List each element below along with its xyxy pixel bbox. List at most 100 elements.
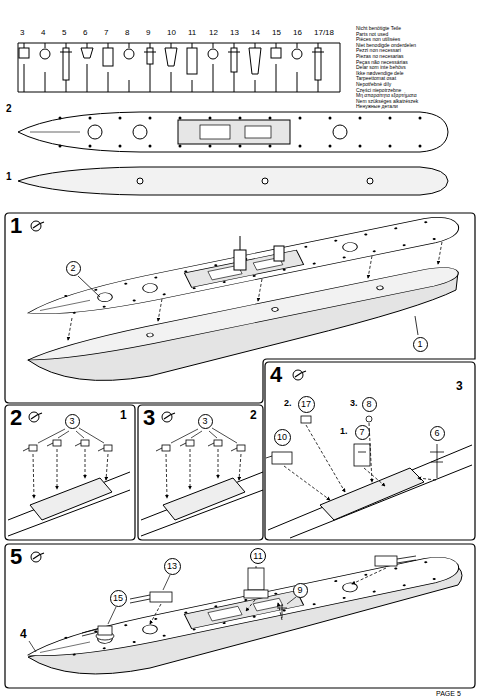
- callout-number: 9: [297, 586, 302, 595]
- deck-part: [269, 145, 272, 148]
- callout-number: 3: [202, 417, 207, 426]
- deck-part: [329, 117, 332, 120]
- note-text-holder: Nicht benötigte Teile: [356, 26, 401, 31]
- superstructure-detail: [437, 444, 438, 478]
- gun-mount-detail: [29, 445, 37, 451]
- note-text: Nicht benötigte Teile: [356, 26, 401, 31]
- callout-circle: 3: [198, 414, 213, 429]
- sprue-runner: [315, 48, 321, 80]
- sprue-runner: [81, 48, 93, 58]
- deck-part: [359, 145, 362, 148]
- gun-mount-detail: [38, 428, 104, 443]
- note-text: Tarpeettomat osat: [356, 76, 396, 81]
- superstructure-detail: [430, 452, 444, 453]
- sprue-runner: [276, 64, 277, 92]
- sprue-runner: [18, 43, 340, 92]
- callout-circle: 13: [164, 558, 181, 575]
- sprue-runner: [144, 52, 156, 53]
- panel-outline: [5, 544, 475, 688]
- glue-icon: [293, 370, 306, 380]
- callout-circle: 1: [413, 337, 428, 352]
- note-text-holder: Μη απαραίτητα εξαρτήματα: [356, 93, 417, 98]
- callout-circle: 7: [355, 425, 370, 440]
- callout-number: 10: [277, 433, 287, 442]
- sprue-runner: [24, 64, 25, 92]
- gun-mount-detail: [33, 449, 108, 498]
- panel-outline: [5, 544, 475, 688]
- sprue-number-holder: 11: [188, 29, 196, 37]
- superstructure-detail: [272, 452, 292, 464]
- sprue-runner: [213, 43, 214, 48]
- gun-mount-detail: [85, 449, 86, 478]
- ship-final-assembly: [256, 566, 257, 568]
- step-number: 3: [143, 407, 155, 429]
- sprue-runner: [255, 43, 256, 48]
- callout-number: 3: [69, 417, 74, 426]
- sprue-number-holder: 17/18: [314, 29, 334, 37]
- sprue-number: 5: [62, 29, 66, 37]
- ship-final-assembly: [22, 553, 464, 667]
- part-number: 2.: [284, 399, 292, 408]
- part-number-holder: 1: [6, 172, 12, 182]
- note-text: Peças não necessárias: [356, 60, 408, 65]
- deck-part: [88, 125, 102, 139]
- note-text-holder: Pezzi non necessari: [356, 48, 401, 53]
- ship-final-assembly: [277, 608, 287, 609]
- deck-part: [200, 125, 230, 139]
- callout-circle: 8: [362, 397, 377, 412]
- deck-part: [178, 120, 290, 144]
- gun-mount-detail: [104, 445, 112, 451]
- sprue-number: 12: [209, 29, 218, 37]
- sprue-runner: [66, 80, 67, 92]
- deck-part: [269, 117, 272, 120]
- step-number: 5: [10, 546, 22, 568]
- deck-part: [30, 132, 80, 133]
- sprue-number: 3: [20, 29, 24, 37]
- panel-outline: [5, 405, 135, 540]
- deck-part: [389, 117, 392, 120]
- sprue-number-holder: 3: [20, 29, 24, 37]
- sprue-number-holder: 8: [125, 29, 129, 37]
- superstructure-detail: [364, 468, 385, 486]
- deck-part: [333, 125, 347, 139]
- sprue-number: 14: [251, 29, 260, 37]
- deck-part: [59, 145, 62, 148]
- ship-final-assembly: [82, 632, 98, 636]
- ship-final-assembly: [98, 626, 112, 635]
- hull-part: [137, 178, 143, 184]
- sprue-runner: [297, 43, 298, 48]
- callout-number: 2: [70, 264, 75, 273]
- sprue-runner: [18, 43, 340, 92]
- callout-circle: 11: [250, 548, 266, 564]
- note-text-holder: Piezas no necesarias: [356, 54, 404, 59]
- sprue-runner: [192, 80, 193, 92]
- deck-part: [59, 117, 62, 120]
- part-number: 4: [20, 628, 27, 640]
- sprue-number: 7: [104, 29, 108, 37]
- deck-part: [179, 145, 182, 148]
- callout-circle: 15: [110, 590, 127, 607]
- note-text-holder: Nepotřebné díly: [356, 82, 391, 87]
- glue-icon: [29, 412, 42, 422]
- ship-final-assembly: [397, 556, 416, 559]
- note-text: Pezzi non necessari: [356, 48, 401, 53]
- ship-assembly: [240, 236, 241, 250]
- sprue-runner: [87, 43, 88, 48]
- deck-part: [89, 117, 92, 120]
- note-text: Parts not used: [356, 32, 388, 37]
- ship-final-assembly: [108, 607, 116, 624]
- callout-number: 15: [113, 594, 123, 603]
- panel-outline: [5, 213, 475, 403]
- sprue-runner: [165, 48, 177, 66]
- callout-number: 13: [167, 562, 177, 571]
- gun-mount-detail: [23, 448, 29, 451]
- ship-assembly: [22, 213, 464, 381]
- gun-mount-detail: [57, 449, 58, 489]
- ship-final-assembly: [282, 604, 283, 618]
- callout-circle: 17: [298, 396, 315, 413]
- superstructure-detail: [266, 416, 444, 478]
- part-number: 3: [456, 380, 463, 392]
- part-number-holder: 2.: [284, 399, 292, 408]
- ship-final-assembly: [163, 575, 170, 590]
